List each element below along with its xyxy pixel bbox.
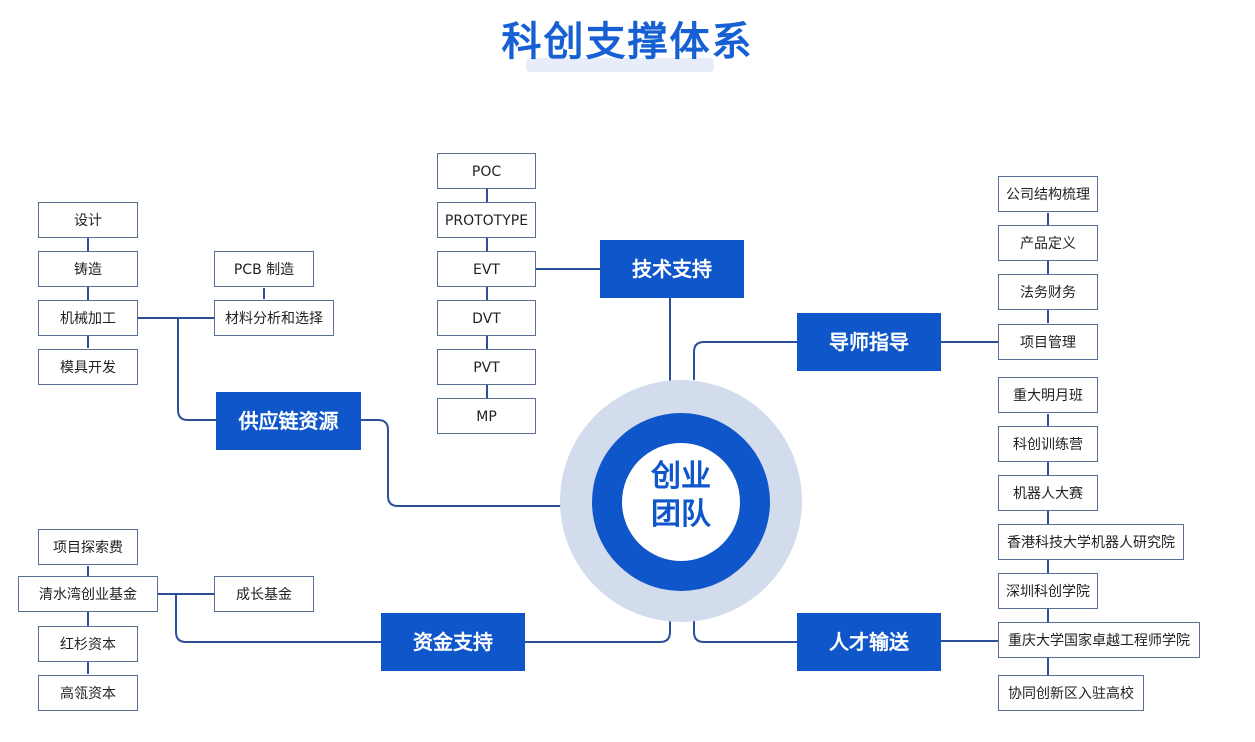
tech-item: EVT (437, 251, 536, 287)
branch-tech-support: 技术支持 (600, 240, 744, 298)
supply-item: 铸造 (38, 251, 138, 287)
mentor-item: 产品定义 (998, 225, 1098, 261)
funding-item: 高瓴资本 (38, 675, 138, 711)
branch-talent-transfer: 人才输送 (797, 613, 941, 671)
branch-funding-support: 资金支持 (381, 613, 525, 671)
center-core (622, 443, 740, 561)
branch-mentor-guidance: 导师指导 (797, 313, 941, 371)
supply-item: 设计 (38, 202, 138, 238)
title-underline (526, 58, 714, 72)
supply-item: 模具开发 (38, 349, 138, 385)
mentor-item: 公司结构梳理 (998, 176, 1098, 212)
talent-item: 协同创新区入驻高校 (998, 675, 1144, 711)
talent-item: 机器人大赛 (998, 475, 1098, 511)
talent-item: 深圳科创学院 (998, 573, 1098, 609)
funding-item: 项目探索费 (38, 529, 138, 565)
page-title: 科创支撑体系 (501, 19, 754, 65)
center-line-2: 团队 (651, 497, 711, 532)
mentor-item: 法务财务 (998, 274, 1098, 310)
tech-item: DVT (437, 300, 536, 336)
center-node-label: 创业 团队 (622, 458, 740, 534)
funding-item: 成长基金 (214, 576, 314, 612)
talent-item: 重大明月班 (998, 377, 1098, 413)
talent-item: 科创训练营 (998, 426, 1098, 462)
center-line-1: 创业 (651, 459, 711, 494)
supply-item: 材料分析和选择 (214, 300, 334, 336)
funding-item: 红杉资本 (38, 626, 138, 662)
supply-item: 机械加工 (38, 300, 138, 336)
talent-item: 香港科技大学机器人研究院 (998, 524, 1184, 560)
branch-supply-chain: 供应链资源 (216, 392, 361, 450)
tech-item: MP (437, 398, 536, 434)
tech-item: PVT (437, 349, 536, 385)
tech-item: PROTOTYPE (437, 202, 536, 238)
funding-item: 清水湾创业基金 (18, 576, 158, 612)
talent-item: 重庆大学国家卓越工程师学院 (998, 622, 1200, 658)
title-area: 科创支撑体系 (0, 14, 1255, 74)
mentor-item: 项目管理 (998, 324, 1098, 360)
tech-item: POC (437, 153, 536, 189)
supply-item: PCB 制造 (214, 251, 314, 287)
